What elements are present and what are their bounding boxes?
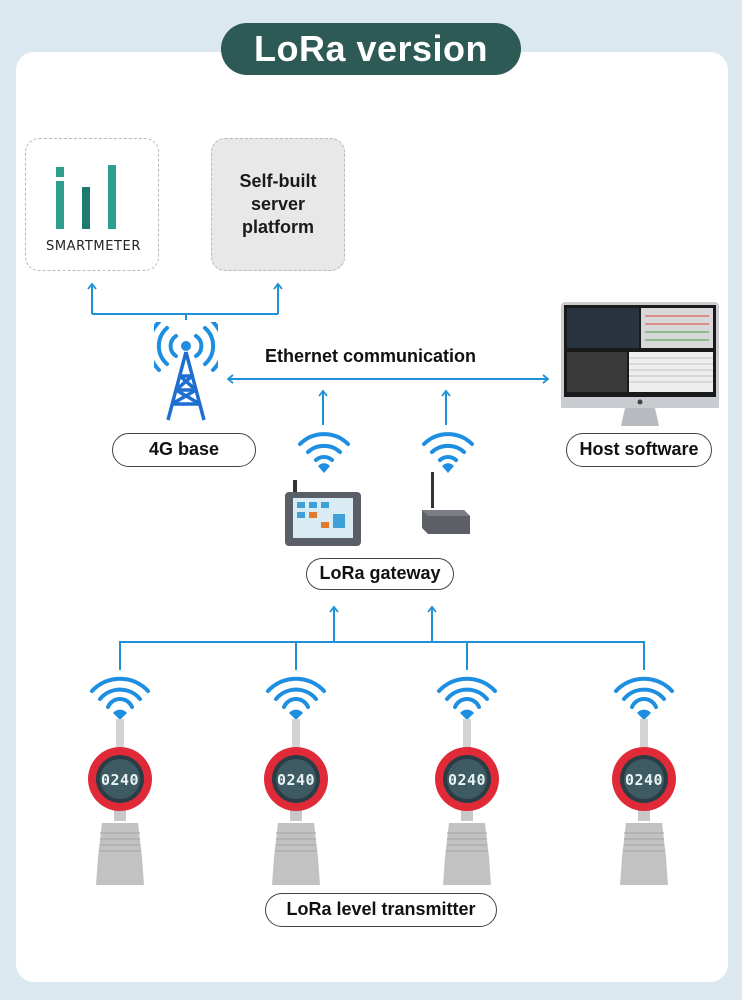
bar-chart-logo-icon [56, 165, 116, 229]
level-transmitter: 0240 [604, 675, 684, 895]
wifi-icon [614, 676, 674, 720]
transmitter-display: 0240 [100, 771, 140, 789]
gateway-label: LoRa gateway [306, 558, 454, 590]
cell-tower-icon [154, 322, 218, 421]
server-label: Self-built server platform [239, 171, 317, 237]
level-transmitter-icon [612, 719, 676, 885]
level-transmitter-icon [88, 719, 152, 885]
transmitter-display: 0240 [276, 771, 316, 789]
wifi-icon [422, 432, 474, 473]
touchscreen-gateway-icon [285, 480, 361, 546]
page-title: LoRa version [221, 23, 521, 75]
level-transmitter: 0240 [256, 675, 336, 895]
level-transmitter-icon [435, 719, 499, 885]
smartmeter-logo-box: SMARTMETER [25, 138, 159, 271]
host-software-label: Host software [566, 433, 712, 467]
wifi-icon [298, 432, 350, 473]
antenna-router-icon [422, 472, 470, 534]
ethernet-label: Ethernet communication [265, 346, 477, 366]
transmitter-label: LoRa level transmitter [265, 893, 497, 927]
wifi-icon [437, 676, 497, 720]
transmitter-display: 0240 [624, 771, 664, 789]
wifi-icon [90, 676, 150, 720]
level-transmitter: 0240 [427, 675, 507, 895]
wifi-icon [266, 676, 326, 720]
level-transmitter-icon [264, 719, 328, 885]
base-station-label: 4G base [112, 433, 256, 467]
imac-monitor-icon [561, 302, 719, 426]
level-transmitter: 0240 [80, 675, 160, 895]
server-platform-box: Self-built server platform [211, 138, 345, 271]
transmitter-display: 0240 [447, 771, 487, 789]
logo-text: SMARTMETER [46, 239, 142, 254]
